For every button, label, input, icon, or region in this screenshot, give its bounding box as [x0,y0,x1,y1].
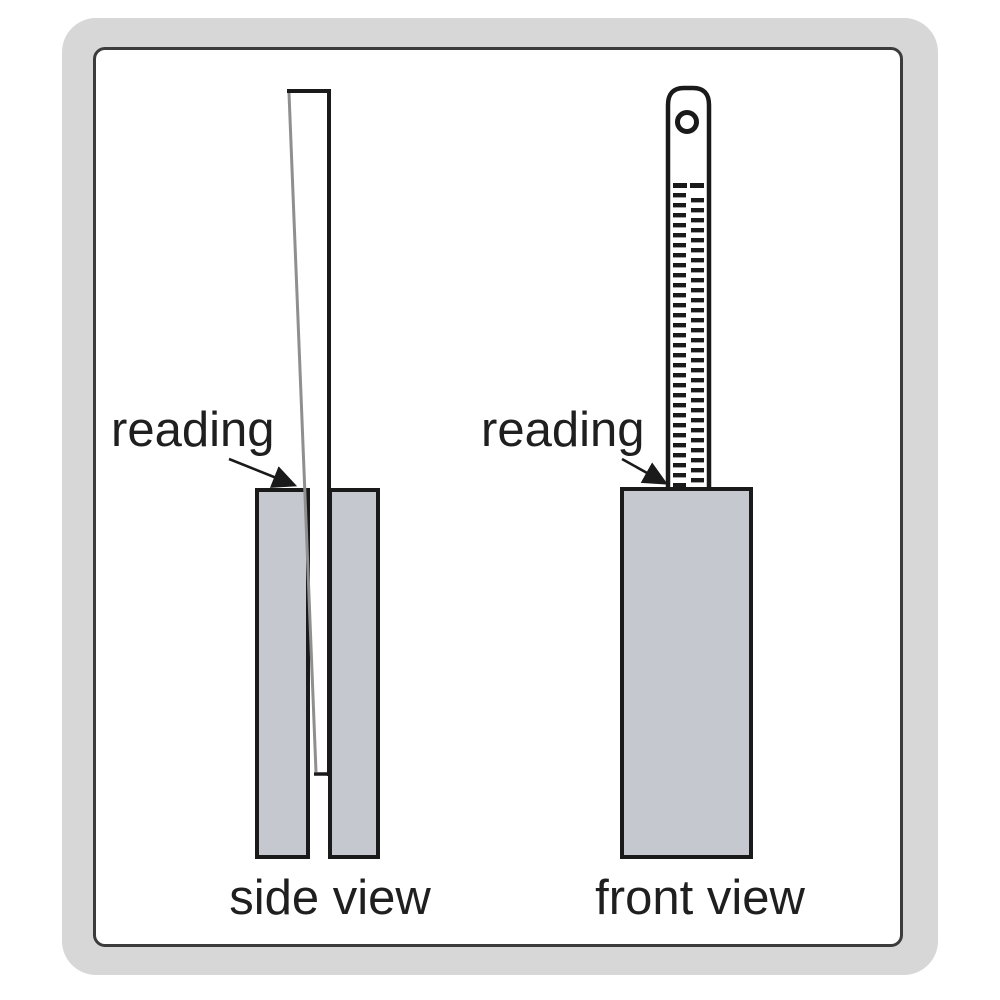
ruler-graduations [673,183,704,490]
side-view-ruler [287,89,331,776]
diagram-panel [93,47,903,947]
side-view-caption: side view [229,871,431,925]
front-view-block [620,487,753,859]
front-view-ruler [665,85,712,500]
hang-hole-icon [675,110,699,134]
annotation-arrow-icon [228,457,298,488]
reading-annotation-side: reading [111,403,275,457]
reading-annotation-front: reading [481,403,645,457]
side-view-left-block [255,488,310,859]
front-view-caption: front view [595,871,805,925]
ruler-taper-edge [287,92,318,773]
side-view-right-block [328,488,380,859]
annotation-arrow-icon [621,457,668,485]
